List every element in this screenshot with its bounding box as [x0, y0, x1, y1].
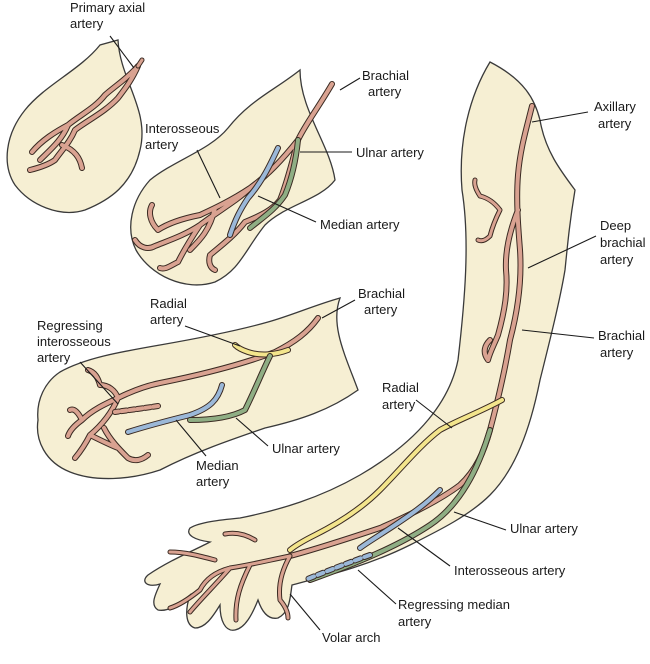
label-stage4-volar-arch: Volar arch	[322, 630, 381, 645]
stage1-leader-primary	[109, 35, 135, 69]
stage3-leader-ulnar	[235, 417, 269, 447]
label-stage4-ulnar-artery: Ulnar artery	[510, 521, 578, 536]
label-stage3-radial-artery: Radial artery	[150, 296, 190, 327]
label-stage4-axillary-artery: Axillary artery	[594, 99, 640, 131]
stage4-arteries	[167, 103, 535, 623]
stage1-limb-outline	[6, 39, 143, 214]
stage4-leader-regressing-median	[357, 569, 397, 605]
stage2-leader-median	[257, 195, 317, 223]
label-stage2-median-artery: Median artery	[320, 217, 400, 232]
label-stage4-radial-artery: Radial artery	[382, 380, 422, 412]
label-stage3-brachial-artery: Brachial artery	[358, 286, 409, 317]
stage4-leader-ulnar	[453, 511, 507, 531]
stage3-arteries	[65, 315, 321, 464]
stage3-limb-outline	[36, 297, 359, 480]
stage4-leader-axillary	[531, 111, 589, 123]
label-stage4-regressing-median-artery: Regressing median artery	[398, 597, 514, 629]
stage2-limb-outline	[130, 68, 336, 286]
label-stage3-regressing-interosseous-artery: Regressing interosseous artery	[37, 318, 114, 365]
label-stage4-interosseous-artery: Interosseous artery	[454, 563, 566, 578]
label-primary-axial-artery: Primary axial artery	[70, 0, 149, 31]
stage4-leader-brachial	[521, 329, 595, 339]
stage3-leader-regressing-interosseous	[79, 361, 119, 405]
label-stage2-ulnar-artery: Ulnar artery	[356, 145, 424, 160]
label-stage2-interosseous-artery: Interosseous artery	[145, 121, 223, 152]
stage3-limb: Brachial artery Radial artery Regressing…	[36, 286, 409, 489]
stage4-leader-volar-arch	[289, 593, 321, 631]
stage2-limb: Brachial artery Interosseous artery Ulna…	[130, 68, 424, 286]
stage4-arm: Axillary artery Deep brachial artery Bra…	[144, 61, 649, 645]
stage2-arteries	[132, 81, 335, 273]
stage4-leader-interosseous	[397, 527, 451, 567]
stage3-leader-median	[175, 419, 207, 457]
stage1-arteries	[27, 57, 145, 173]
stage4-leader-radial	[415, 399, 453, 429]
label-stage4-deep-brachial-artery: Deep brachial artery	[600, 218, 649, 267]
stage2-leader-interosseous	[196, 149, 221, 199]
label-stage2-brachial-artery: Brachial artery	[362, 68, 413, 99]
stage3-leader-brachial	[321, 299, 356, 319]
stage3-leader-radial	[184, 325, 241, 347]
label-stage3-ulnar-artery: Ulnar artery	[272, 441, 340, 456]
stage4-leader-deep-brachial	[527, 235, 597, 269]
label-stage3-median-artery: Median artery	[196, 458, 242, 489]
stage1-limb-bud: Primary axial artery	[6, 0, 149, 214]
label-stage4-brachial-artery: Brachial artery	[598, 328, 649, 360]
stage2-leader-brachial	[339, 77, 361, 91]
